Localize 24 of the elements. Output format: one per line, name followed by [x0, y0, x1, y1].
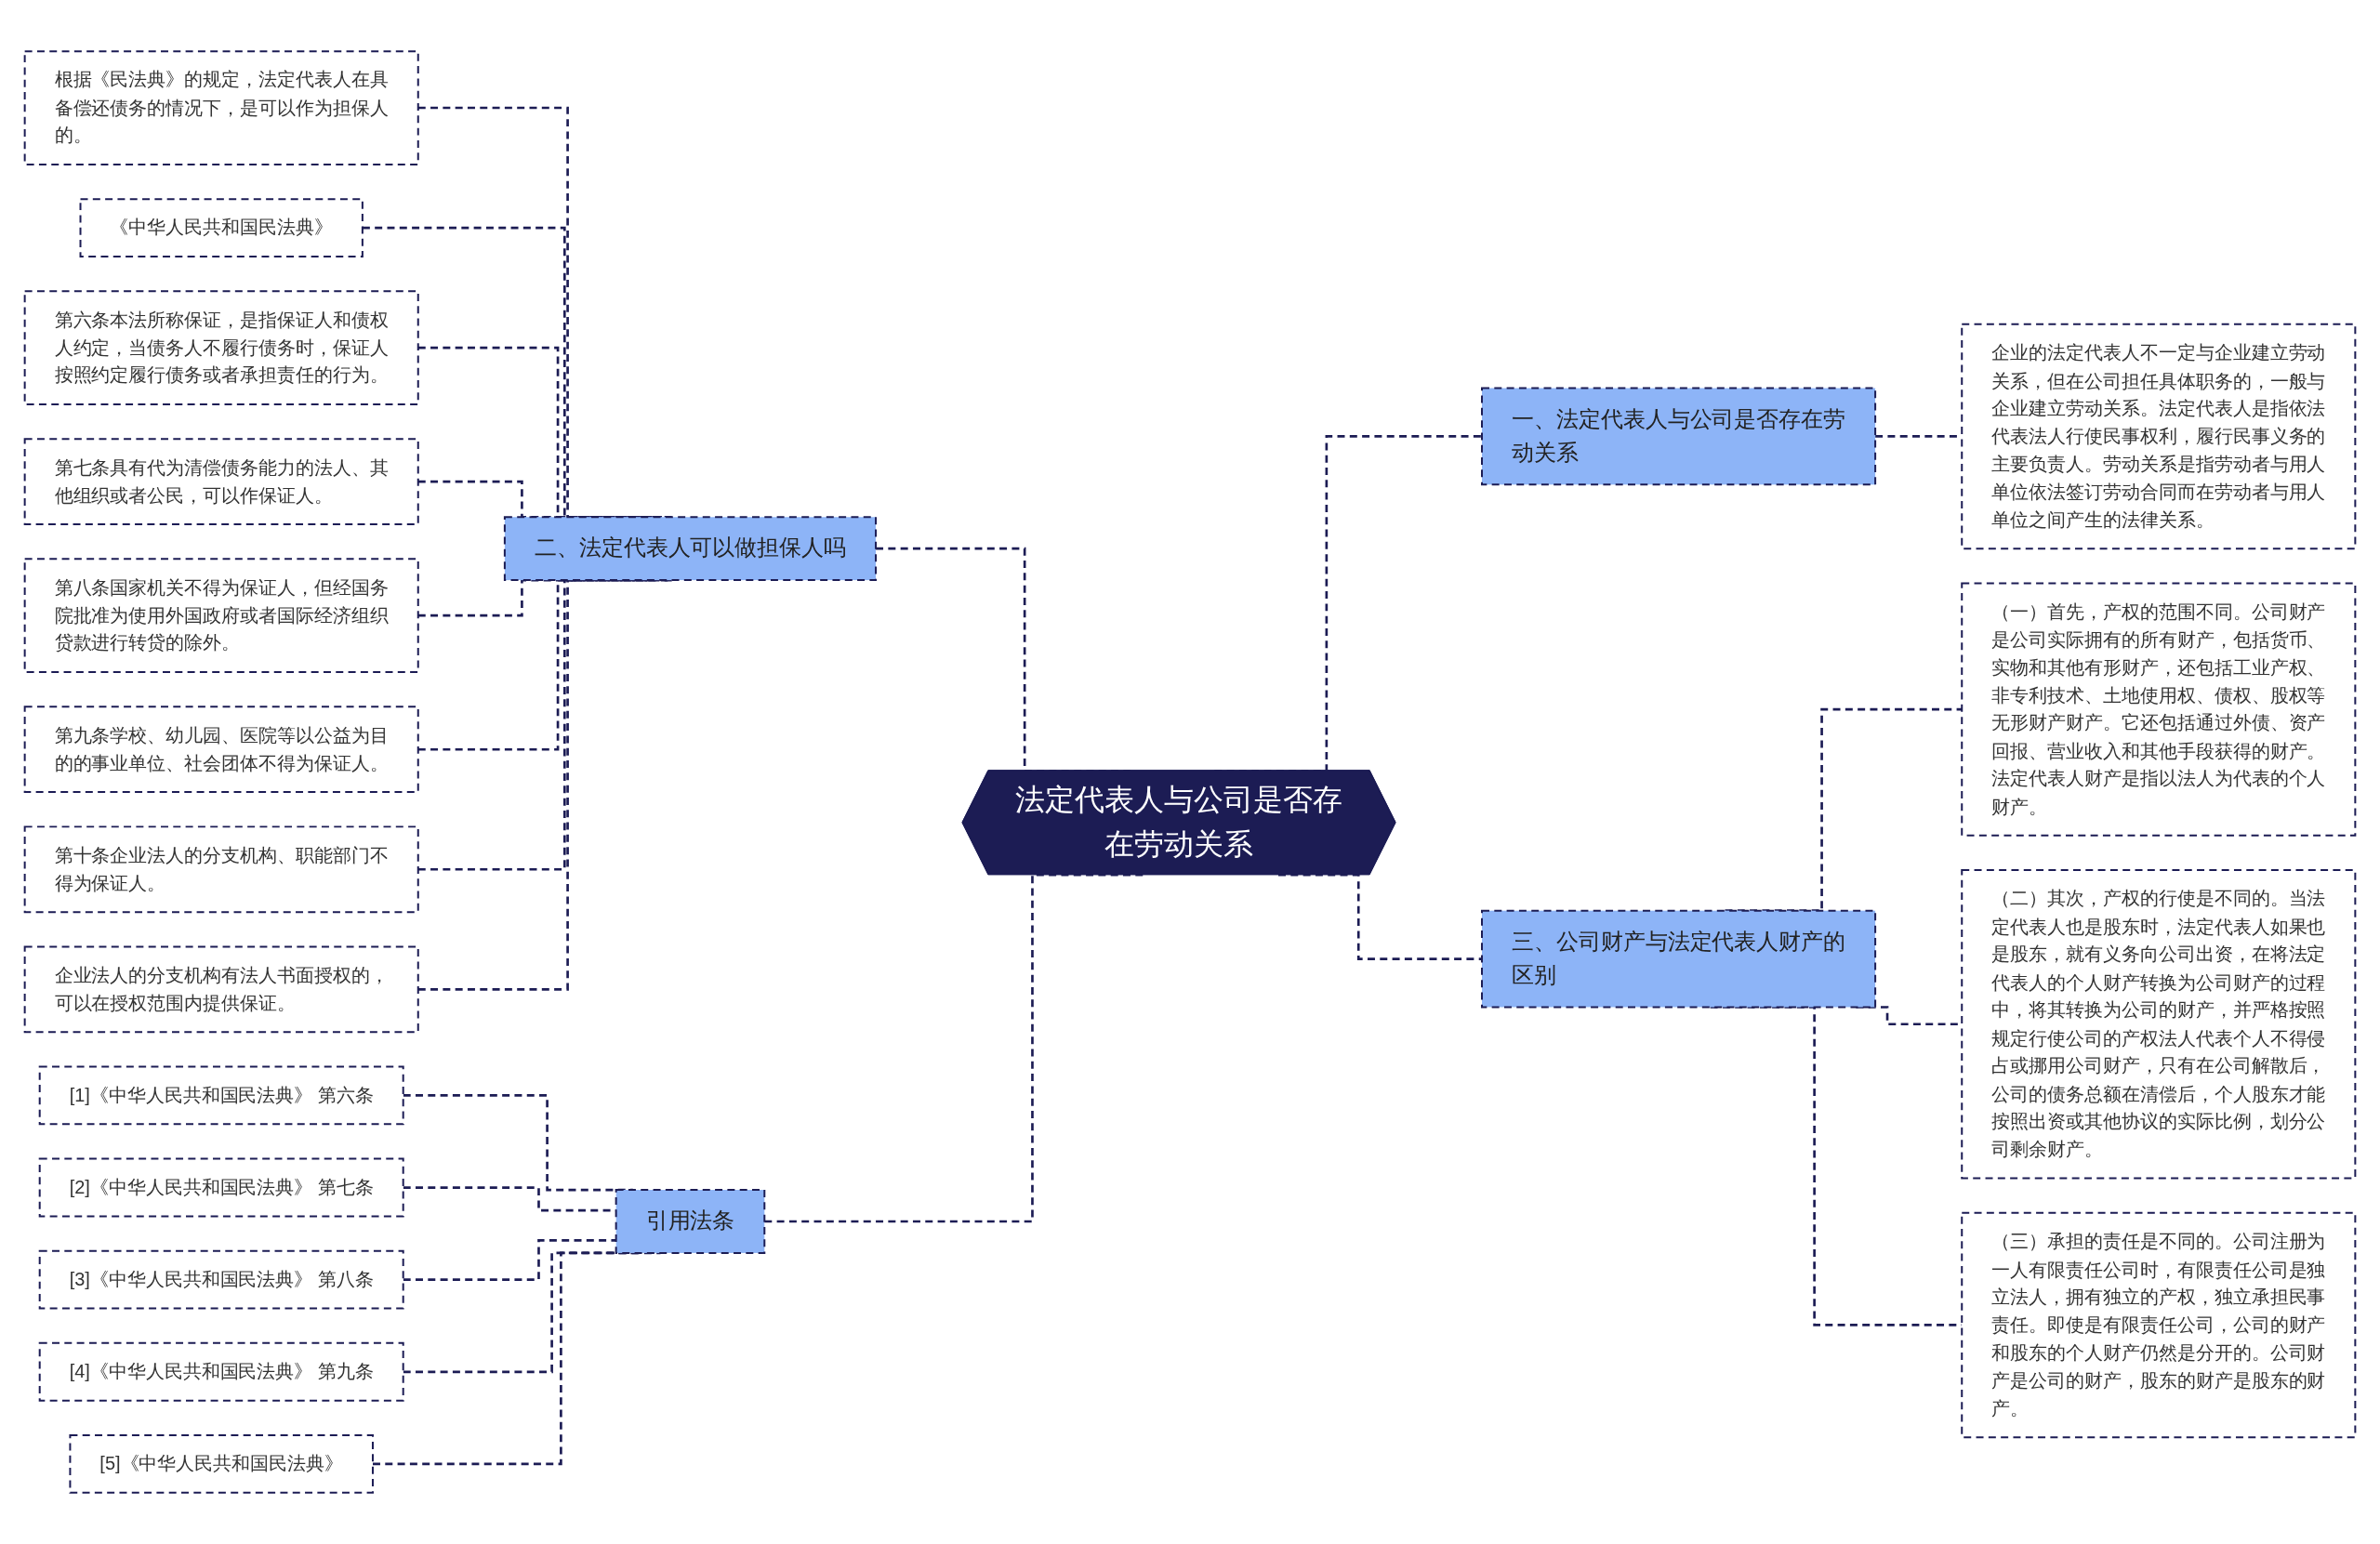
- connector: [403, 1239, 616, 1281]
- node-box: 第七条具有代为清偿债务能力的法人、其他组织或者公民，可以作保证人。: [23, 438, 419, 526]
- node-box: 三、公司财产与法定代表人财产的区别: [1481, 909, 1877, 1009]
- node-box: 企业的法定代表人不一定与企业建立劳动关系，但在公司担任具体职务的，一般与企业建立劳动关系。法定代表人是指依法代表法人行使民事权利，履行民事义务的主要负责人。劳动关系是指劳动者与用人单位依法签订劳动合同而在劳动者与用人单位之间产生的法律关系。: [1961, 323, 2357, 550]
- node-box: [5]《中华人民共和国民法典》: [69, 1434, 374, 1494]
- node-box: 二、法定代表人可以做担保人吗: [503, 516, 878, 582]
- node-box: （一）首先，产权的范围不同。公司财产是公司实际拥有的所有财产，包括货币、实物和其他有形财产，还包括工业产权、非专利技术、土地使用权、债权、股权等无形财产财产。它还包括通过外债、资产回报、营业收入和其他手段获得的财产。法定代表人财产是指以法人为代表的个人财产。: [1961, 582, 2357, 837]
- node-box: [2]《中华人民共和国民法典》 第七条: [38, 1157, 404, 1218]
- node-box: （二）其次，产权的行使是不同的。当法定代表人也是股东时，法定代表人如果也是股东，就有义务向公司出资，在将法定代表人的个人财产转换为公司财产的过程中，将其转换为公司的财产，并严格按照规定行使公司的产权法人代表个人不得侵占或挪用公司财产，只有在公司解散后，公司的债务总额在清偿后，个人股东才能按照出资或其他协议的实际比例，划分公司剩余财产。: [1961, 869, 2357, 1180]
- connector: [1278, 873, 1482, 960]
- node-box: 引用法条: [615, 1189, 766, 1254]
- connector: [373, 1251, 661, 1466]
- node-box: 根据《民法典》的规定，法定代表人在具备偿还债务的情况下，是可以作为担保人的。: [23, 50, 419, 165]
- node-box: 企业法人的分支机构有法人书面授权的，可以在授权范围内提供保证。: [23, 945, 419, 1034]
- node-box: （三）承担的责任是不同的。公司注册为一人有限责任公司时，有限责任公司是独立法人，拥有独立的产权，独立承担民事责任。即使是有限责任公司，公司的财产和股东的个人财产仍然是分开的。公司财产是公司的财产，股东的财产是股东的财产。: [1961, 1211, 2357, 1439]
- node-box: [3]《中华人民共和国民法典》 第八条: [38, 1249, 404, 1310]
- node-box: 第六条本法所称保证，是指保证人和债权人约定，当债务人不履行债务时，保证人按照约定履行债务或者承担责任的行为。: [23, 290, 419, 405]
- node-box: 第九条学校、幼儿园、医院等以公益为目的的事业单位、社会团体不得为保证人。: [23, 706, 419, 794]
- node-box: 第十条企业法人的分支机构、职能部门不得为保证人。: [23, 825, 419, 914]
- node-box: 一、法定代表人与公司是否存在劳动关系: [1481, 387, 1877, 486]
- node-box: [1]《中华人民共和国民法典》 第六条: [38, 1065, 404, 1126]
- node-box: 《中华人民共和国民法典》: [79, 198, 364, 257]
- node-box: 第八条国家机关不得为保证人，但经国务院批准为使用外国政府或者国际经济组织贷款进行转贷的除外。: [23, 558, 419, 674]
- node-box: [4]《中华人民共和国民法典》 第九条: [38, 1341, 404, 1402]
